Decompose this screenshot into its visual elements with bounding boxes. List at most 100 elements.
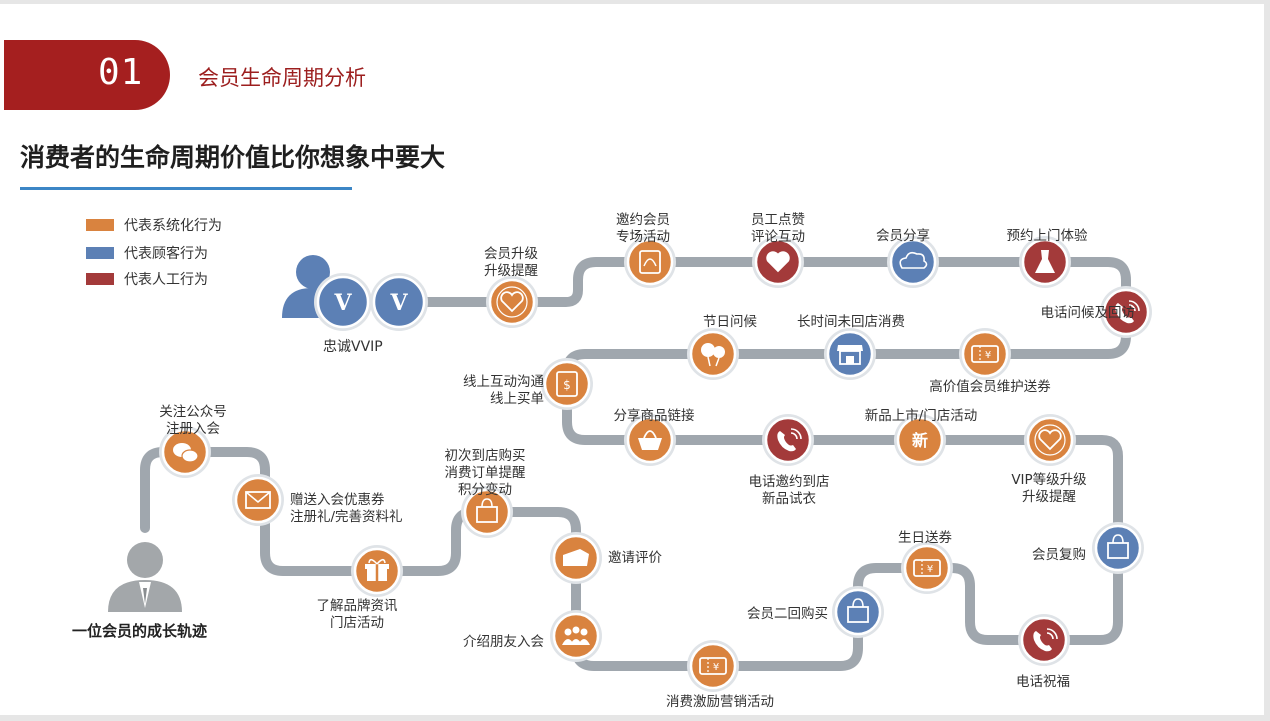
store-icon (837, 345, 863, 365)
headline-underline (20, 187, 352, 190)
node-disc (552, 612, 600, 660)
node-label: 赠送入会优惠券 注册礼/完善资料礼 (290, 492, 403, 525)
price-tag-icon: $ (556, 371, 578, 397)
node-label: 消费激励营销活动 (666, 694, 774, 710)
lifecycle-node (1024, 414, 1076, 466)
shopping-bag-icon (1107, 534, 1129, 559)
node-disc (1102, 288, 1150, 336)
frame-top (0, 0, 1270, 4)
node-label: 员工点赞 评论互动 (751, 212, 805, 245)
lifecycle-node: 新 (894, 414, 946, 466)
node-label: 会员二回购买 (747, 606, 828, 622)
svg-text:¥: ¥ (927, 564, 933, 575)
phone-icon (1115, 300, 1140, 324)
lifecycle-node (624, 414, 676, 466)
lifecycle-node: V (370, 273, 428, 331)
section-number-tab: 01 (4, 40, 170, 110)
node-disc (234, 476, 282, 524)
vip-v-icon: V (389, 290, 408, 316)
lifecycle-node (1018, 614, 1070, 666)
lifecycle-node (1019, 236, 1071, 288)
nodes-layer: ¥ ¥ 新 $ ¥ V V (159, 236, 1152, 692)
wechat-icon (173, 443, 199, 463)
lifecycle-node (232, 474, 284, 526)
lifecycle-node: ¥ (687, 640, 739, 692)
lifecycle-node (1100, 286, 1152, 338)
lifecycle-node (624, 236, 676, 288)
node-disc (1020, 616, 1068, 664)
gift-icon (365, 558, 389, 581)
start-person-caption: 一位会员的成长轨迹 (72, 622, 208, 640)
legend-swatch (86, 219, 114, 231)
node-disc (764, 416, 812, 464)
cloud-icon (899, 251, 928, 269)
vvip-caption: 忠诚VVIP (323, 339, 383, 355)
node-disc (961, 330, 1009, 378)
lifecycle-node: $ (541, 358, 593, 410)
lifecycle-node (159, 426, 211, 478)
heart-badge-icon (1034, 424, 1066, 456)
node-disc (834, 588, 882, 636)
shopping-bag-icon (847, 598, 869, 623)
lifecycle-node (1092, 522, 1144, 574)
dress-icon (1035, 250, 1055, 273)
node-disc (543, 360, 591, 408)
legend-label: 代表顾客行为 (124, 246, 208, 262)
node-disc (316, 275, 370, 329)
node-disc (826, 330, 874, 378)
node-label: VIP等级升级 升级提醒 (1011, 472, 1087, 505)
coupon-icon: ¥ (913, 559, 941, 577)
node-label: 线上互动沟通 线上买单 (463, 374, 544, 407)
lifecycle-node (687, 328, 739, 380)
envelope-icon (245, 491, 271, 509)
node-label: 关注公众号 注册入会 (159, 404, 227, 437)
invitation-icon (639, 250, 661, 274)
legend-label: 代表系统化行为 (124, 218, 222, 234)
heart-icon (766, 251, 790, 273)
lifecycle-node (486, 276, 538, 328)
node-label: 长时间未回店消费 (797, 314, 905, 330)
legend-label: 代表人工行为 (124, 272, 208, 288)
node-disc (889, 238, 937, 286)
section-title: 会员生命周期分析 (198, 66, 366, 90)
node-label: 会员分享 (876, 228, 930, 244)
node-label: 电话祝福 (1016, 674, 1070, 690)
lifecycle-node (461, 486, 513, 538)
svg-text:新: 新 (912, 431, 928, 450)
node-disc (1094, 524, 1142, 572)
node-label: 介绍朋友入会 (463, 634, 544, 650)
start-person-icon (108, 542, 182, 612)
node-label: 会员复购 (1032, 547, 1086, 563)
node-label: 了解品牌资讯 门店活动 (316, 598, 398, 631)
svg-text:¥: ¥ (985, 350, 991, 361)
node-label: 新品上市/门店活动 (864, 408, 978, 424)
vip-v-icon: V (333, 290, 352, 316)
new-badge-icon: 新 (912, 431, 928, 450)
lifecycle-node (832, 586, 884, 638)
lifecycle-node: ¥ (901, 542, 953, 594)
lifecycle-node (824, 328, 876, 380)
node-disc (626, 238, 674, 286)
node-disc (689, 642, 737, 690)
coupon-icon: ¥ (971, 345, 999, 363)
node-disc (463, 488, 511, 536)
section-number: 01 (98, 52, 144, 93)
node-label: 初次到店购买 消费订单提醒 积分变动 (444, 448, 526, 498)
node-label: 预约上门体验 (1006, 228, 1088, 244)
legend-swatch (86, 247, 114, 259)
node-label: 电话邀约到店 新品试衣 (748, 474, 830, 507)
lifecycle-node: ¥ (959, 328, 1011, 380)
phone-icon (777, 428, 802, 452)
legend-swatch (86, 273, 114, 285)
shopping-bag-icon (476, 498, 498, 523)
balloon-icon (701, 343, 725, 367)
node-label: 高价值会员维护送券 (929, 379, 1051, 395)
node-disc (896, 416, 944, 464)
frame-bottom (0, 715, 1270, 721)
node-label: 电话问候及回访 (1040, 305, 1136, 321)
node-disc (372, 275, 426, 329)
lifecycle-node (550, 610, 602, 662)
hand-icon (563, 549, 589, 566)
people-icon (562, 626, 590, 645)
